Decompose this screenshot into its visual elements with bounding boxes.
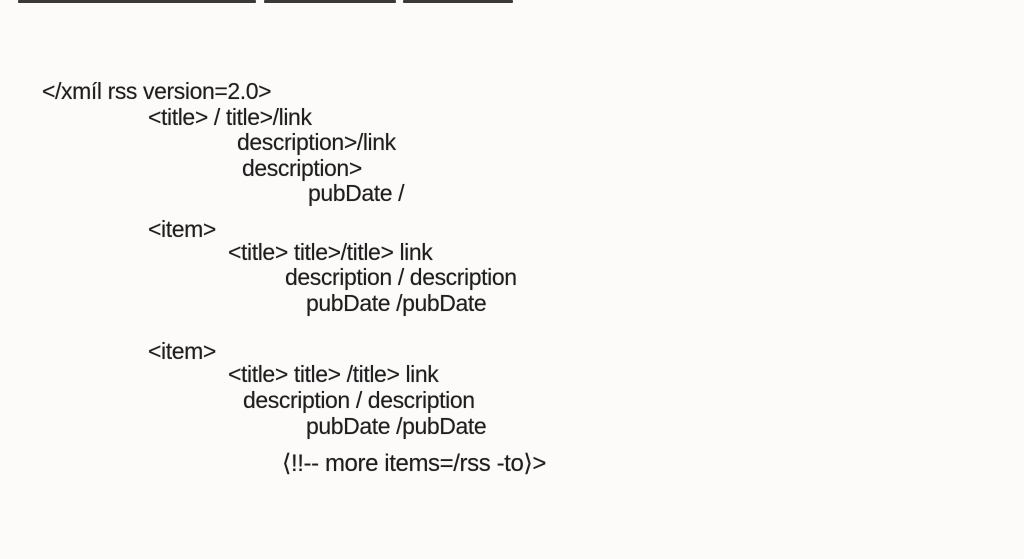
- code-line-item2-desc: description / description: [243, 387, 475, 413]
- code-line-item2-title-link: <title> title> /title> link: [228, 361, 439, 387]
- code-line-item2-open: <item>: [148, 338, 216, 364]
- code-line-item2-pubdate: pubDate /pubDate: [306, 413, 487, 439]
- code-line-channel-desc: description>: [242, 155, 362, 181]
- code-line-item1-title-link: <title> title>/title> link: [228, 239, 433, 265]
- code-line-item1-desc: description / description: [285, 264, 517, 290]
- code-line-item1-open: <item>: [148, 216, 216, 242]
- video-crop-artifact: [18, 0, 256, 3]
- code-line-channel-desc-link: description>/link: [237, 129, 396, 155]
- code-line-channel-title: <title> / title>/link: [148, 104, 312, 130]
- code-line-rss-open: </xmíl rss version=2.0>: [42, 78, 272, 104]
- code-line-more-items-comment: ⟨!!-- more items=/rss -to⟩>: [282, 450, 546, 477]
- code-line-channel-pubdate: pubDate /: [308, 180, 405, 206]
- video-crop-artifact: [403, 0, 513, 3]
- video-crop-artifact: [264, 0, 396, 3]
- code-line-item1-pubdate: pubDate /pubDate: [306, 290, 487, 316]
